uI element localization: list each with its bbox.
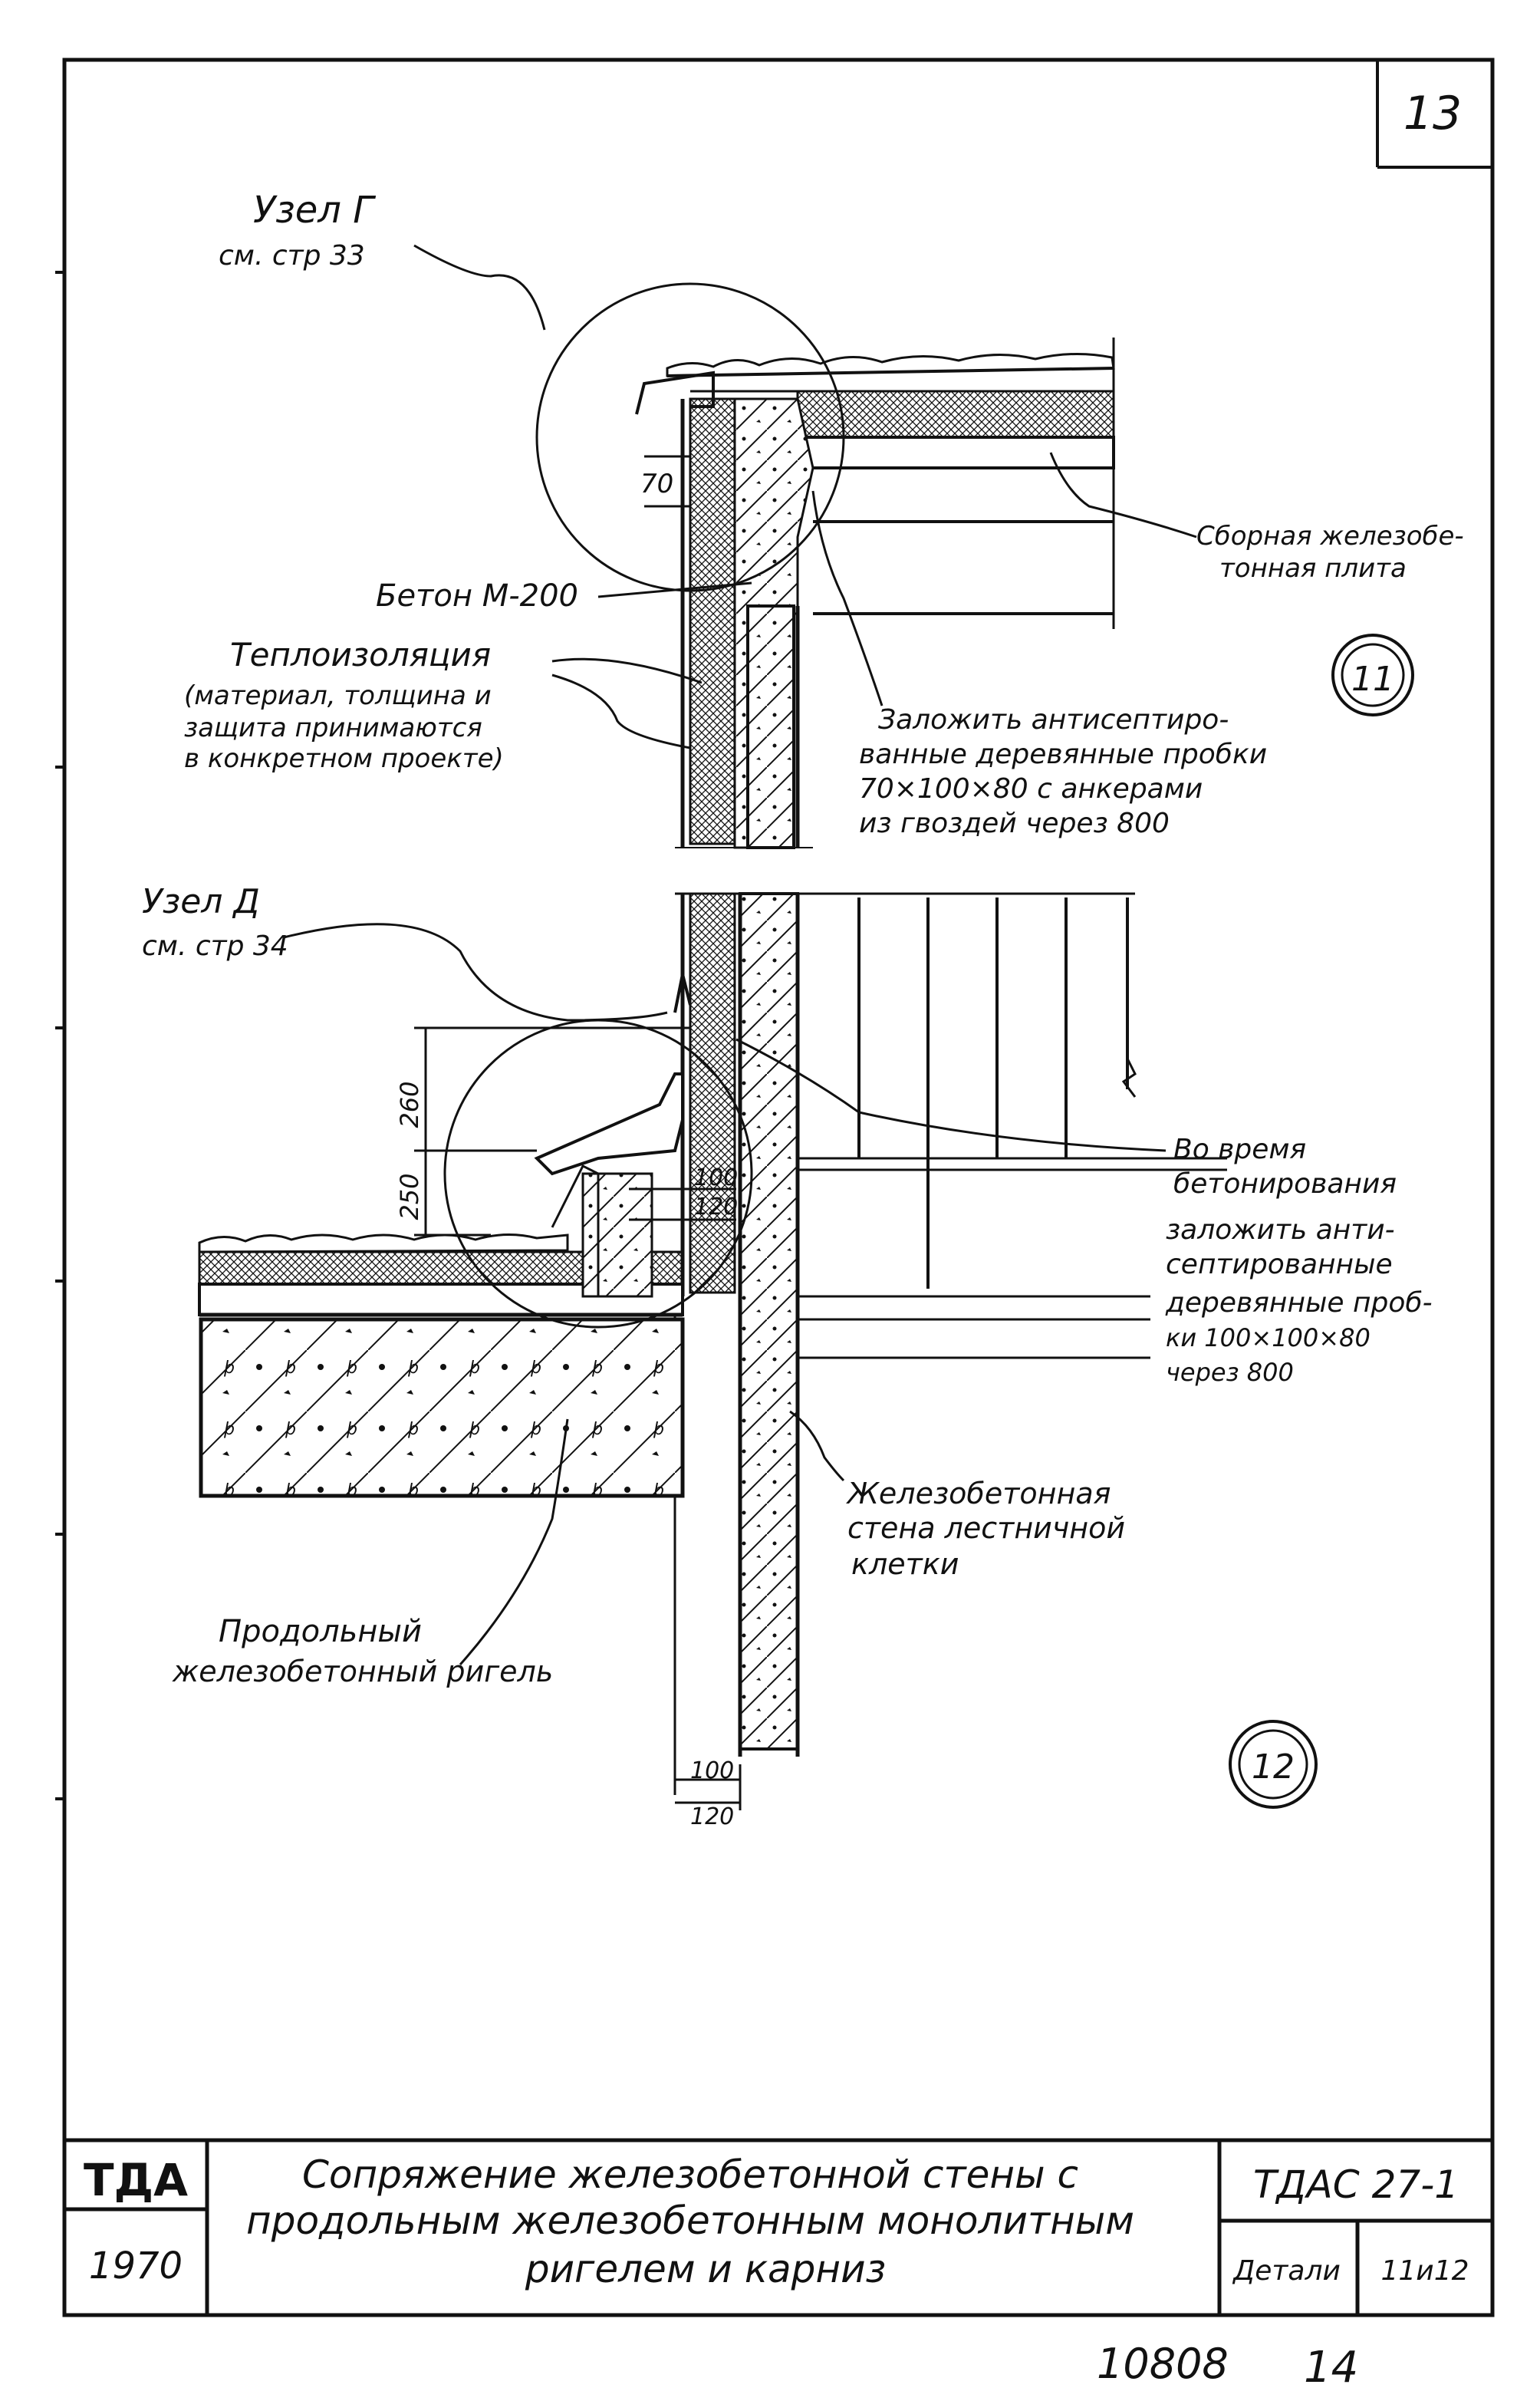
lower-wall	[673, 892, 800, 1795]
dim-120-lower: 120	[690, 1803, 734, 1830]
cornice	[534, 973, 692, 1298]
svg-text:заложить анти-: заложить анти-	[1166, 1214, 1395, 1246]
sheet-frame	[62, 58, 1495, 2317]
title-line-1: Сопряжение железобетонной стены с	[302, 2152, 1078, 2197]
plugs-leader-upper	[811, 490, 884, 706]
svg-text:Теплоизоляция: Теплоизоляция	[230, 636, 491, 674]
svg-text:клетки: клетки	[851, 1547, 959, 1581]
stair-wall-leader	[789, 1410, 845, 1482]
node-d-title: Узел Д	[142, 882, 260, 921]
dim-70	[644, 455, 690, 508]
node-g-leader	[413, 244, 546, 331]
beam-leader	[459, 1418, 569, 1665]
detail-11: 11	[1351, 660, 1394, 699]
node-d-ref: см. стр 34	[142, 930, 288, 962]
dim-100-lower: 100	[690, 1757, 734, 1784]
stair-wall-note: Железобетонная стена лестничной клетки	[846, 1477, 1125, 1581]
plugs-leader-lower	[735, 1038, 1167, 1152]
detail-12-circle-outer	[1229, 1720, 1318, 1809]
node-d-leader	[283, 923, 668, 1022]
dim-250: 250	[395, 1173, 424, 1220]
slab-label-1: Сборная железобе-	[1196, 521, 1464, 552]
beton-label: Бетон М-200	[376, 578, 578, 614]
svg-text:через 800: через 800	[1166, 1358, 1294, 1387]
detail-12-circle-inner	[1238, 1729, 1308, 1800]
sheet-number: 14	[1304, 2343, 1358, 2393]
dim-100-upper: 100	[694, 1164, 738, 1191]
node-g-title: Узел Г	[253, 189, 376, 232]
lower-roof	[198, 1233, 685, 1498]
slab-leader	[1049, 452, 1197, 538]
dim-70-label: 70	[640, 469, 673, 499]
svg-text:Железобетонная: Железобетонная	[846, 1477, 1111, 1510]
title-block	[64, 2138, 1492, 2315]
detail-numbers: 11и12	[1380, 2255, 1469, 2287]
plugs-note-upper: Заложить антисептиро- ванные деревянные …	[859, 704, 1267, 839]
svg-text:(материал, толщина и: (материал, толщина и	[184, 680, 492, 711]
insulation-note: Теплоизоляция (материал, толщина и защит…	[184, 636, 504, 774]
detail-11-circle-inner	[1341, 643, 1405, 707]
svg-text:бетонирования: бетонирования	[1173, 1168, 1397, 1200]
svg-text:деревянные проб-: деревянные проб-	[1165, 1287, 1433, 1319]
drawing-code: ТДАС 27-1	[1253, 2162, 1459, 2207]
node-g-circle	[535, 282, 845, 592]
svg-text:ванные деревянные пробки: ванные деревянные пробки	[859, 739, 1267, 770]
svg-text:ки 100×100×80: ки 100×100×80	[1166, 1323, 1371, 1352]
svg-text:стена лестничной: стена лестничной	[847, 1511, 1125, 1545]
stair-railing	[798, 897, 1227, 1359]
svg-text:железобетонный ригель: железобетонный ригель	[172, 1655, 553, 1688]
plugs-note-lower: Во время бетонирования заложить анти- се…	[1165, 1134, 1433, 1387]
year: 1970	[89, 2245, 183, 2287]
org-stamp: ТДА	[84, 2154, 188, 2206]
detail-caption: Детали	[1232, 2255, 1341, 2287]
title-line-3: ригелем и карниз	[525, 2247, 886, 2291]
detail-11-circle-outer	[1331, 634, 1414, 716]
slab-label-2: тонная плита	[1219, 553, 1407, 584]
upper-wall	[680, 397, 814, 849]
insulation-leader-2	[551, 674, 691, 749]
svg-text:в конкретном проекте): в конкретном проекте)	[184, 743, 504, 774]
beton-leader	[597, 581, 752, 598]
svg-text:Во время: Во время	[1173, 1134, 1306, 1165]
detail-12: 12	[1252, 1747, 1295, 1787]
dim-120-upper: 120	[694, 1194, 738, 1220]
dim-260: 260	[395, 1081, 424, 1128]
svg-text:70×100×80 с анкерами: 70×100×80 с анкерами	[859, 773, 1203, 805]
beam-note: Продольный железобетонный ригель	[172, 1614, 553, 1688]
title-line-2: продольным железобетонным монолитным	[246, 2198, 1134, 2243]
upper-roof-slab	[635, 338, 1115, 629]
svg-text:Продольный: Продольный	[219, 1614, 422, 1649]
margin-ticks	[55, 271, 64, 1800]
svg-text:из гвоздей через 800: из гвоздей через 800	[859, 808, 1170, 839]
node-g-ref: см. стр 33	[219, 240, 365, 272]
inventory-number: 10808	[1097, 2340, 1229, 2388]
dim-lines-lower	[414, 1026, 742, 1810]
svg-text:Заложить антисептиро-: Заложить антисептиро-	[878, 704, 1229, 736]
insulation-leader-1	[551, 657, 703, 684]
svg-text:септированные: септированные	[1166, 1249, 1393, 1280]
page-number: 13	[1403, 87, 1462, 140]
svg-text:защита принимаются: защита принимаются	[184, 713, 482, 743]
